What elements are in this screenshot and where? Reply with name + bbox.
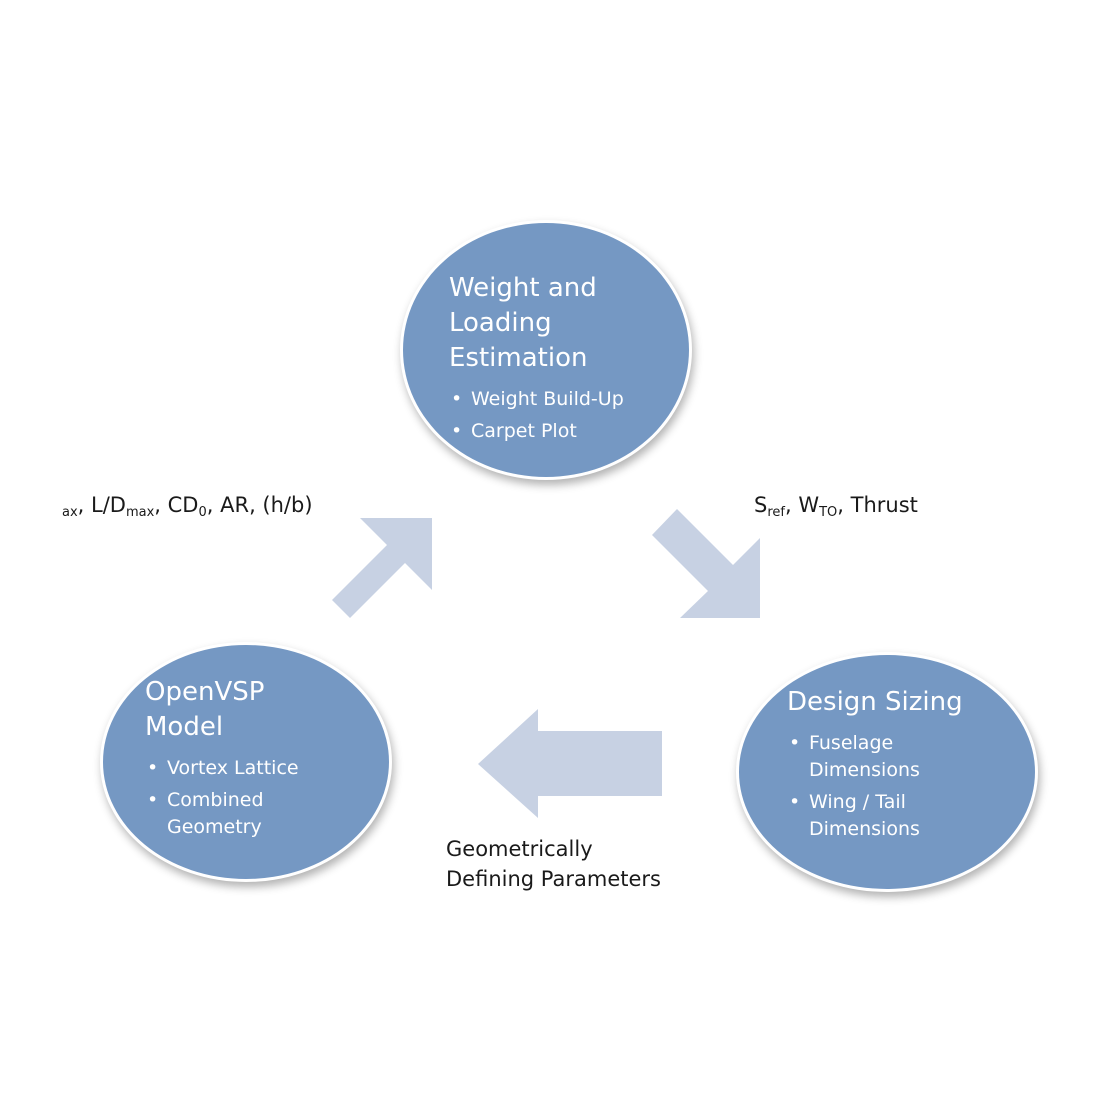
- edge-label-geometric-parameters: Geometrically Defining Parameters: [446, 837, 661, 891]
- list-item: Combined Geometry: [145, 787, 369, 841]
- label-part: , Thrust: [837, 493, 918, 517]
- list-item: Wing / Tail Dimensions: [787, 789, 1015, 843]
- bullet-list: Weight Build-Up Carpet Plot: [449, 386, 669, 445]
- label-part: 0: [198, 505, 207, 520]
- node-title: Design Sizing: [787, 687, 963, 717]
- label-part: S: [754, 493, 768, 517]
- list-item: Vortex Lattice: [145, 755, 369, 782]
- label-part: , L/D: [77, 493, 126, 517]
- label-part: ref: [767, 505, 785, 520]
- arrow-up-right: [332, 518, 432, 618]
- bullet-list: Vortex Lattice Combined Geometry: [145, 755, 369, 841]
- arrow-left: [478, 709, 662, 818]
- label-part: ax: [62, 505, 78, 520]
- edge-label-sizing-outputs: Sref, WTO, Thrust: [754, 490, 918, 520]
- label-part: TO: [819, 505, 838, 520]
- label-part: max: [125, 505, 155, 520]
- label-part: , CD: [154, 493, 199, 517]
- bullet-list: Fuselage Dimensions Wing / Tail Dimensio…: [787, 730, 1015, 843]
- node-design-sizing: Design Sizing Fuselage Dimensions Wing /…: [736, 652, 1038, 892]
- node-openvsp-model: OpenVSP Model Vortex Lattice Combined Ge…: [100, 642, 392, 882]
- label-part: , AR, (h/b): [206, 493, 313, 517]
- list-item: Weight Build-Up: [449, 386, 669, 413]
- edge-label-aero-parameters: ax, L/Dmax, CD0, AR, (h/b): [62, 490, 313, 520]
- label-part: , W: [784, 493, 820, 517]
- list-item: Fuselage Dimensions: [787, 730, 1015, 784]
- arrow-down-right: [652, 509, 760, 618]
- node-weight-loading-estimation: Weight and Loading Estimation Weight Bui…: [400, 220, 692, 480]
- node-title: OpenVSP Model: [145, 677, 265, 742]
- list-item: Carpet Plot: [449, 418, 669, 445]
- node-title: Weight and Loading Estimation: [449, 273, 597, 373]
